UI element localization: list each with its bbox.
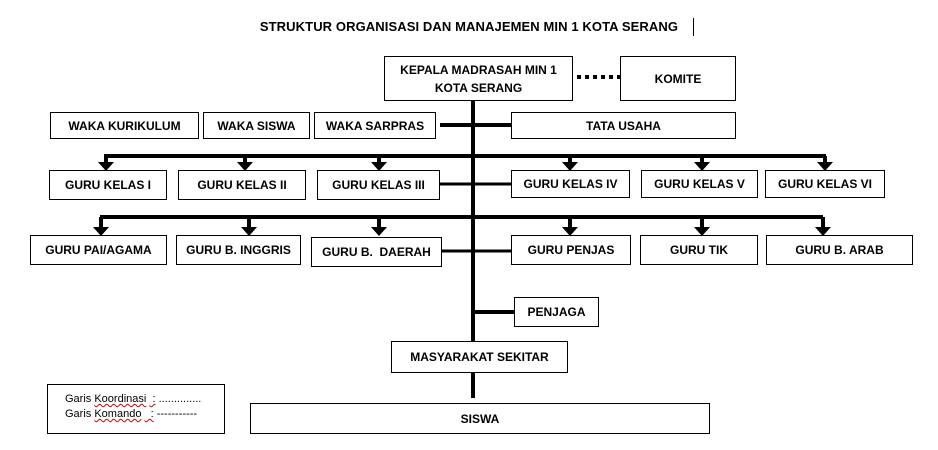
guru-kelas-3-box: GURU KELAS III (317, 170, 440, 200)
legend-command-value: ----------- (156, 408, 198, 420)
guru-mapel-arrow-head-6 (815, 227, 831, 236)
guru-kelas-2-box: GURU KELAS II (178, 170, 306, 200)
legend-box: Garis Koordinasi : .............. Garis … (47, 384, 225, 434)
guru-mapel-arrow-head-4 (562, 227, 578, 236)
guru-kelas-arrow-head-6 (817, 162, 833, 171)
waka-kurikulum-box: WAKA KURIKULUM (50, 112, 199, 139)
guru-kelas-5-box: GURU KELAS V (641, 170, 758, 198)
masyarakat-box: MASYARAKAT SEKITAR (391, 341, 568, 373)
guru-kelas-arrows (98, 156, 833, 171)
komite-box: KOMITE (620, 56, 736, 101)
kepala-line-1: KEPALA MADRASAH MIN 1 (400, 62, 557, 77)
guru-kelas-6-box: GURU KELAS VI (765, 170, 885, 198)
siswa-box: SISWA (250, 403, 710, 434)
guru-mapel-arrow-head-3 (371, 227, 387, 236)
legend-command-word: Komando (94, 408, 142, 420)
guru-mapel-arrow-head-5 (694, 227, 710, 236)
waka-siswa-box: WAKA SISWA (203, 112, 310, 139)
guru-kelas-1-box: GURU KELAS I (49, 170, 167, 200)
guru-pai-box: GURU PAI/AGAMA (30, 235, 167, 265)
tata-usaha-box: TATA USAHA (511, 112, 736, 139)
legend-coord-value: .............. (158, 393, 202, 405)
legend-coord-word: Koordinasi (94, 393, 147, 405)
guru-mapel-arrow-head-1 (93, 227, 109, 236)
kepala-line-2: KOTA SERANG (434, 80, 523, 95)
guru-inggris-box: GURU B. INGGRIS (176, 235, 301, 265)
legend-command: Garis Komando : ----------- (65, 408, 198, 420)
guru-kelas-arrow-head-5 (694, 162, 710, 171)
guru-daerah-box: GURU B. DAERAH (311, 237, 442, 267)
guru-kelas-arrow-head-3 (371, 162, 387, 171)
text-cursor (693, 18, 694, 36)
guru-kelas-arrow-head-4 (562, 162, 578, 171)
guru-kelas-arrow-head-1 (98, 162, 114, 171)
guru-mapel-arrows (93, 217, 831, 236)
guru-arab-box: GURU B. ARAB (766, 235, 913, 265)
chart-title: STRUKTUR ORGANISASI DAN MANAJEMEN MIN 1 … (259, 19, 679, 34)
guru-penjas-box: GURU PENJAS (511, 235, 631, 265)
legend-coordination: Garis Koordinasi : .............. (65, 393, 202, 405)
legend-coord-label: Garis (65, 393, 92, 405)
legend-command-label: Garis (65, 408, 92, 420)
guru-kelas-arrow-head-2 (237, 162, 253, 171)
guru-kelas-4-box: GURU KELAS IV (511, 170, 630, 198)
guru-tik-box: GURU TIK (640, 235, 758, 265)
guru-mapel-arrow-head-2 (241, 227, 257, 236)
penjaga-box: PENJAGA (514, 297, 599, 327)
waka-sarpras-box: WAKA SARPRAS (314, 112, 436, 139)
kepala-madrasah-box: KEPALA MADRASAH MIN 1 KOTA SERANG (384, 56, 573, 101)
